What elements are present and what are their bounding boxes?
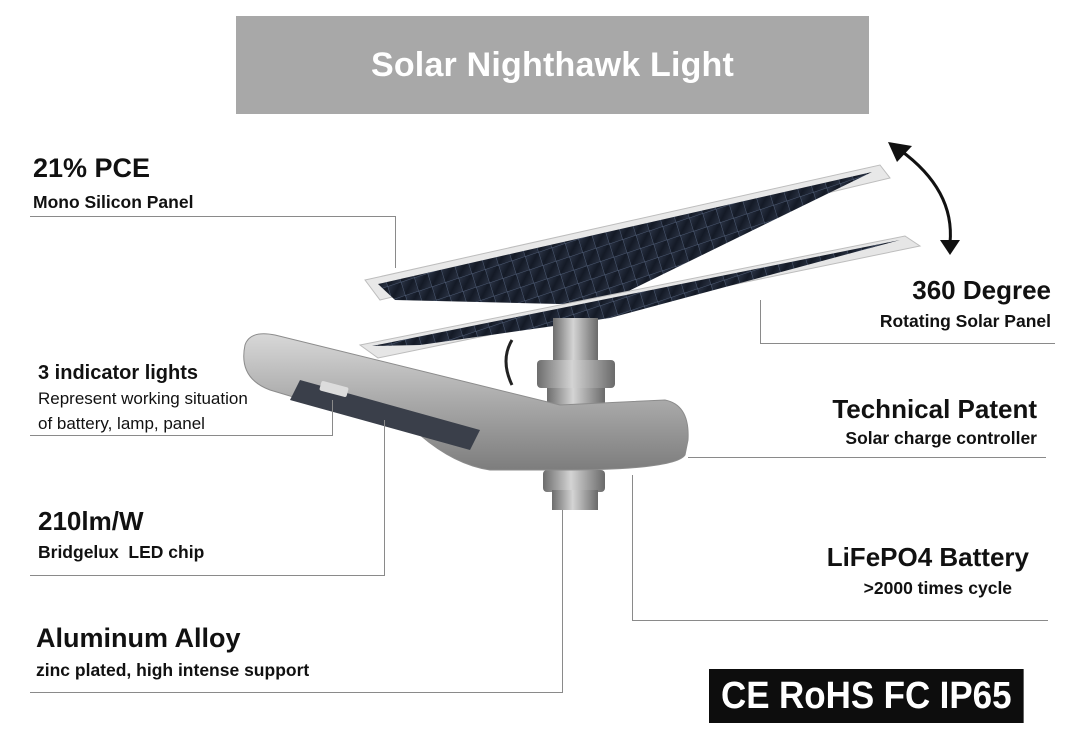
feature-heading: 210lm/W: [38, 506, 144, 536]
feature-heading: LiFePO4 Battery: [826, 542, 1029, 572]
connector-line: [688, 457, 1046, 458]
connector-line: [30, 216, 396, 217]
feature-rotate: 360 Degree Rotating Solar Panel: [880, 276, 1051, 332]
feature-heading: Aluminum Alloy: [36, 623, 241, 653]
title-banner: Solar Nighthawk Light: [236, 16, 869, 114]
ip65-mark: IP65: [939, 674, 1012, 717]
solar-panel-lower: [358, 235, 922, 359]
rotation-arrow-icon: [888, 142, 960, 255]
connector-line: [760, 300, 761, 344]
connector-line: [760, 343, 1055, 344]
feature-heading: Technical Patent: [832, 394, 1037, 424]
feature-heading: 21% PCE: [33, 153, 151, 183]
feature-patent: Technical Patent Solar charge controller: [832, 395, 1037, 449]
ce-mark: CE: [721, 674, 770, 717]
connector-line: [384, 420, 385, 576]
feature-subtitle: Solar charge controller: [845, 427, 1037, 448]
feature-led: 210lm/W Bridgelux LED chip: [38, 507, 204, 563]
feature-alloy: Aluminum Alloy zinc plated, high intense…: [36, 623, 310, 681]
feature-battery: LiFePO4 Battery >2000 times cycle: [827, 543, 1029, 599]
connector-line: [30, 575, 385, 576]
fcc-mark: FC: [883, 674, 931, 717]
feature-subtitle: Bridgelux LED chip: [38, 541, 205, 562]
connector-line: [632, 620, 1048, 621]
solar-panel-upper: [364, 164, 891, 305]
feature-subtitle: zinc plated, high intense support: [36, 659, 310, 680]
feature-subtitle: >2000 times cycle: [863, 577, 1013, 598]
feature-pce: 21% PCE Mono Silicon Panel: [33, 153, 194, 213]
lamp-housing: [243, 333, 689, 471]
connector-line: [632, 475, 633, 621]
feature-heading: 360 Degree: [912, 275, 1051, 305]
page-title: Solar Nighthawk Light: [370, 45, 735, 84]
feature-indicators: 3 indicator lights Represent working sit…: [38, 362, 248, 436]
connector-line: [395, 216, 396, 268]
feature-subtitle: Rotating Solar Panel: [879, 310, 1051, 331]
feature-heading: 3 indicator lights: [38, 362, 199, 384]
connector-line: [332, 400, 333, 436]
connector-line: [30, 692, 563, 693]
certification-strip: CE RoHS FC IP65: [709, 669, 1024, 723]
feature-description: of battery, lamp, panel: [38, 414, 205, 433]
connector-line: [30, 435, 333, 436]
connector-line: [562, 510, 563, 693]
feature-subtitle: Mono Silicon Panel: [33, 191, 194, 212]
feature-description: Represent working situation: [38, 389, 248, 408]
rohs-mark: RoHS: [779, 674, 875, 717]
